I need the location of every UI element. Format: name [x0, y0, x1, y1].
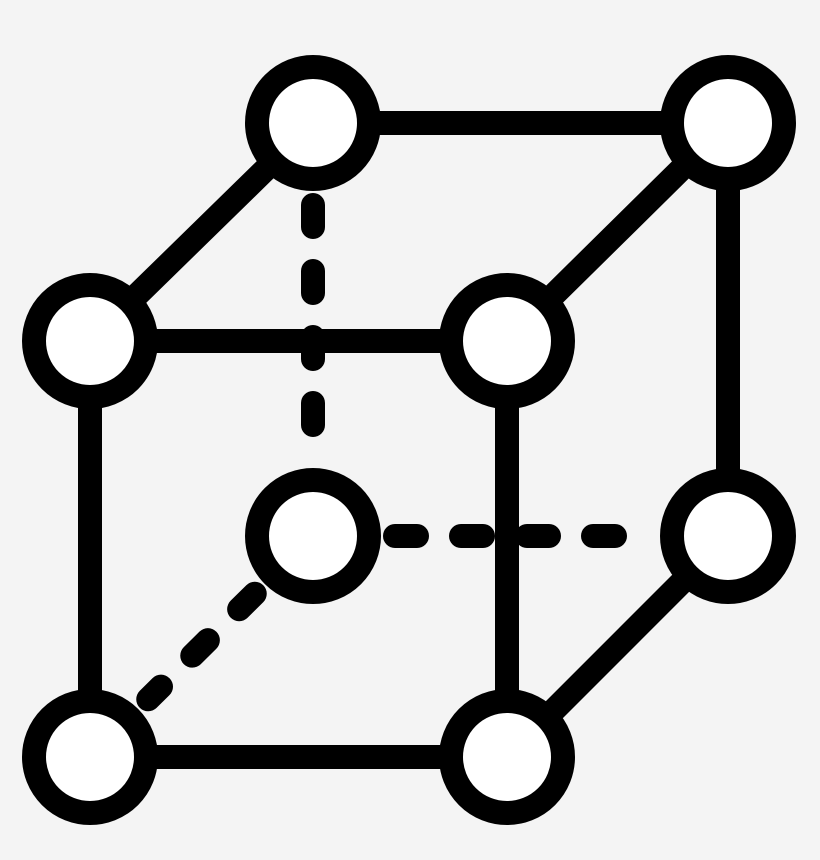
vertex-front-top-right [439, 273, 575, 409]
vertex-back-top-right [660, 55, 796, 191]
edge-back-top-left-to-front-top-left [115, 147, 288, 317]
cube-edges [78, 111, 740, 769]
vertex-back-bottom-right [660, 468, 796, 604]
vertex-front-bottom-right [439, 689, 575, 825]
vertex-front-top-left [22, 273, 158, 409]
edge-back-top-right-to-front-top-right [532, 147, 703, 317]
vertex-back-top-left [245, 55, 381, 191]
cube-vertices [22, 55, 796, 825]
vertex-front-bottom-left [22, 689, 158, 825]
hidden-edge-back-bottom-left-to-front-bottom-left [136, 581, 267, 712]
edge-back-bottom-right-to-front-bottom-right [531, 560, 704, 733]
vertex-back-bottom-left [245, 468, 381, 604]
